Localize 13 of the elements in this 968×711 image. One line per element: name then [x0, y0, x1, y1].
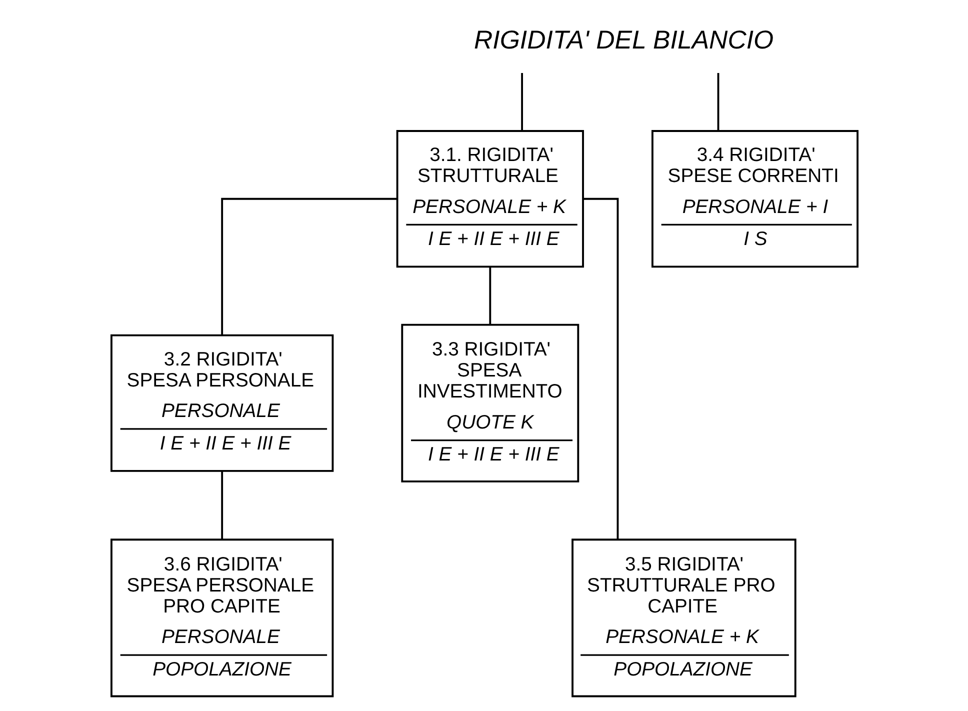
- node-box: 3.2 RIGIDITA' SPESA PERSONALE PERSONALE I E + II E + III E: [110, 334, 334, 472]
- node-box: 3.5 RIGIDITA' STRUTTURALE PRO CAPITE PERSONALE + K POPOLAZIONE: [571, 538, 796, 698]
- connector: [520, 73, 523, 131]
- connector: [583, 198, 618, 540]
- node-box: 3.4 RIGIDITA' SPESE CORRENTI PERSONALE + I I S: [650, 130, 858, 268]
- connector: [220, 471, 223, 540]
- connector: [220, 198, 397, 336]
- node-box: 3.6 RIGIDITA' SPESA PERSONALE PRO CAPITE PERSONALE POPOLAZIONE: [110, 538, 334, 698]
- connector: [716, 73, 719, 131]
- node-box: 3.3 RIGIDITA' SPESA INVESTIMENTO QUOTE K I E + II E + III E: [400, 324, 579, 482]
- connector: [488, 266, 491, 325]
- node-text: RIGIDITA' DEL BILANCIO: [474, 26, 774, 54]
- node-box: 3.1. RIGIDITA' STRUTTURALE PERSONALE + K I E + II E + III E: [396, 130, 584, 268]
